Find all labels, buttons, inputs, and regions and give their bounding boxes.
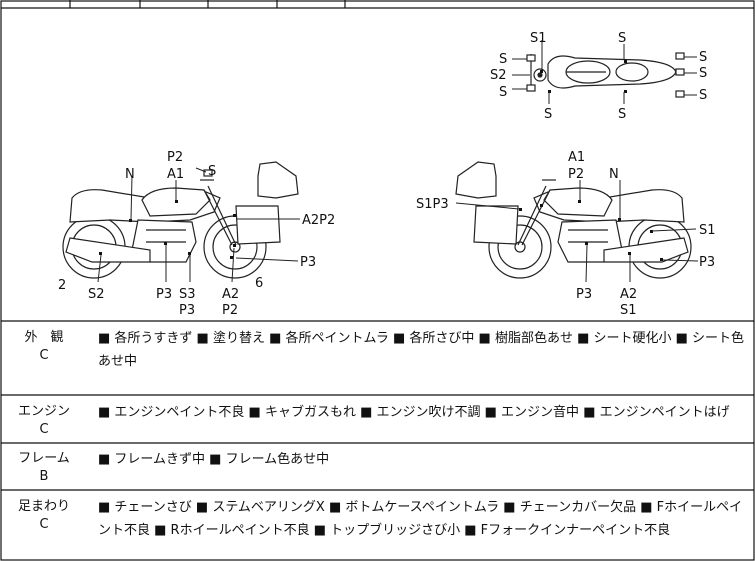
row-engine-text: ■ エンジンペイント不良 ■ キャブガスもれ ■ エンジン吹け不調 ■ エンジン… bbox=[98, 405, 730, 420]
row-exterior-text: ■ 各所うすきず ■ 塗り替え ■ 各所ペイントムラ ■ 各所さび中 ■ 樹脂部… bbox=[98, 331, 745, 369]
label-left-s2: S2 bbox=[88, 287, 105, 302]
label-right-a1: A1 bbox=[568, 150, 585, 165]
label-top-s-g: S bbox=[544, 107, 552, 122]
row-frame-text: ■ フレームきず中 ■ フレーム色あせ中 bbox=[98, 452, 330, 467]
label-right-s1p3: S1P3 bbox=[416, 197, 449, 212]
label-top-s-d: S bbox=[699, 50, 707, 65]
label-top-s2: S2 bbox=[490, 68, 507, 83]
label-left-2: 2 bbox=[58, 278, 66, 293]
row-suspension-text: ■ チェーンさび ■ ステムベアリングX ■ ボトムケースペイントムラ ■ チェ… bbox=[98, 500, 743, 538]
exterior-grade: C bbox=[39, 348, 49, 363]
label-top-s1: S1 bbox=[530, 31, 547, 46]
label-left-p3-right: P3 bbox=[300, 255, 316, 270]
leader-lines bbox=[97, 40, 699, 283]
label-top-s-f: S bbox=[699, 88, 707, 103]
suspension-grade: C bbox=[39, 517, 49, 532]
label-left-a1: A1 bbox=[167, 167, 184, 182]
label-right-p3: P3 bbox=[576, 287, 592, 302]
label-right-s1-b: S1 bbox=[620, 303, 637, 318]
row-suspension-label: 足まわり C bbox=[14, 498, 74, 534]
label-top-s-e: S bbox=[699, 66, 707, 81]
engine-grade: C bbox=[39, 422, 49, 437]
label-right-n: N bbox=[609, 167, 619, 182]
label-right-p3-right: P3 bbox=[699, 255, 715, 270]
bike-left-view bbox=[62, 161, 299, 279]
bike-top-view bbox=[526, 52, 685, 98]
diagram-labels: S1 S S S2 S S S S S S P2 A1 S N A2P2 P3 … bbox=[58, 31, 716, 318]
exterior-label-text: 外 観 bbox=[24, 330, 64, 345]
row-frame-label: フレーム B bbox=[14, 450, 74, 486]
label-left-p2-b: P2 bbox=[222, 303, 238, 318]
bike-right-view bbox=[455, 161, 692, 279]
damage-markers bbox=[99, 60, 663, 261]
label-top-s-a: S bbox=[618, 31, 626, 46]
label-left-p3-b: P3 bbox=[179, 303, 195, 318]
label-left-p2: P2 bbox=[167, 150, 183, 165]
engine-label-text: エンジン bbox=[17, 404, 70, 419]
label-top-s-b: S bbox=[499, 52, 507, 67]
label-left-s3: S3 bbox=[179, 287, 196, 302]
frame-label-text: フレーム bbox=[18, 451, 70, 466]
label-left-s: S bbox=[208, 164, 216, 179]
label-left-6: 6 bbox=[255, 276, 263, 291]
label-top-s-c: S bbox=[499, 85, 507, 100]
label-left-a2: A2 bbox=[222, 287, 239, 302]
row-exterior-label: 外 観 C bbox=[14, 329, 74, 365]
label-left-n: N bbox=[125, 167, 135, 182]
label-right-s1: S1 bbox=[699, 223, 716, 238]
label-right-p2: P2 bbox=[568, 167, 584, 182]
frame-grade: B bbox=[39, 469, 49, 484]
suspension-label-text: 足まわり bbox=[17, 499, 70, 514]
label-top-s-h: S bbox=[618, 107, 626, 122]
row-engine-label: エンジン C bbox=[14, 403, 74, 439]
label-left-p3: P3 bbox=[156, 287, 172, 302]
label-right-a2: A2 bbox=[620, 287, 637, 302]
label-left-a2p2: A2P2 bbox=[302, 213, 335, 228]
